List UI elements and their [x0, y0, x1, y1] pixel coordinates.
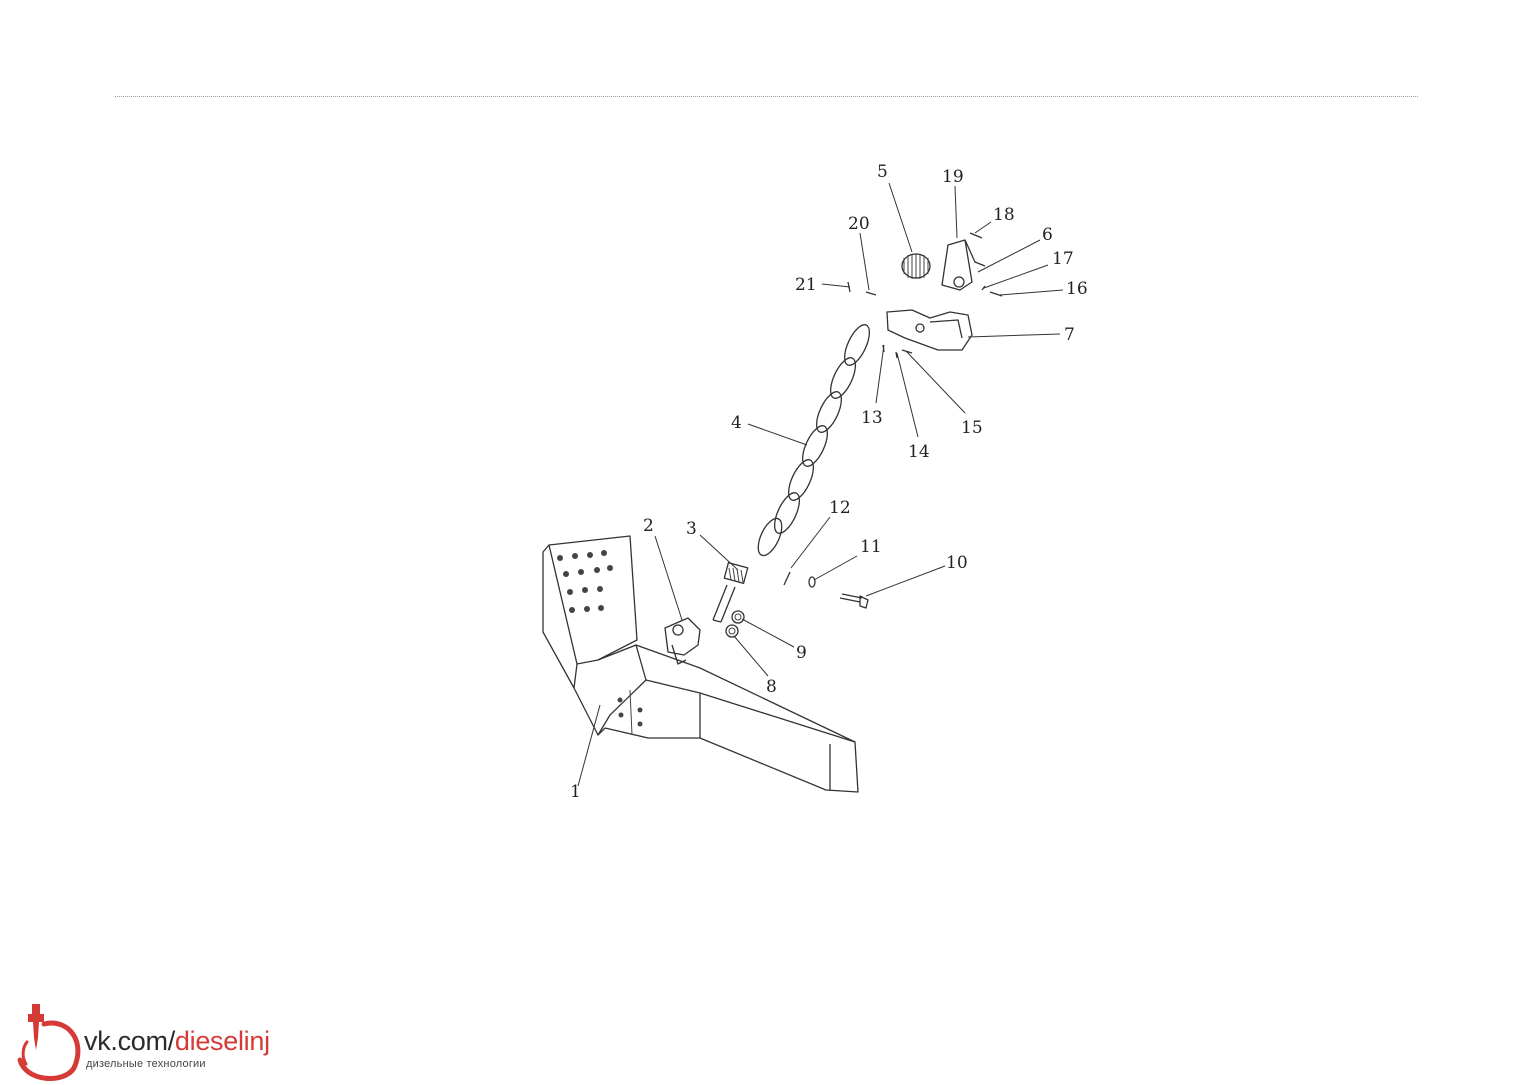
- logo-tagline: дизельные технологии: [86, 1058, 206, 1070]
- part-2-clevis: [664, 617, 701, 665]
- part-6-bracket: [941, 239, 986, 291]
- callout-21: 21: [795, 275, 817, 295]
- callout-8: 8: [766, 677, 777, 697]
- callout-18: 18: [993, 205, 1015, 225]
- part-20-nut: [865, 291, 877, 296]
- callout-20: 20: [848, 214, 870, 234]
- part-7-hook-plate: [886, 309, 973, 351]
- callout-19: 19: [942, 167, 964, 187]
- watermark-logo: [17, 1004, 81, 1081]
- callout-9: 9: [796, 643, 807, 663]
- callout-11: 11: [860, 537, 882, 557]
- part-14-pin: [895, 351, 898, 359]
- part-18-bolt: [969, 232, 983, 239]
- frame-holes: [557, 550, 643, 727]
- callout-12: 12: [829, 498, 851, 518]
- leader-lines: [577, 182, 1064, 787]
- part-10-bolt: [839, 593, 869, 609]
- fuel-injector-icon: [17, 1004, 81, 1081]
- logo-url[interactable]: vk.com/dieselinj: [84, 1026, 270, 1056]
- part-9-washer: [731, 610, 745, 624]
- callout-15: 15: [961, 418, 983, 438]
- callout-3: 3: [686, 519, 697, 539]
- callout-labels: 1 2 3 4 5 6 7 8 9 10 11 12 13 14 15 16 1…: [570, 162, 1088, 802]
- callout-6: 6: [1042, 225, 1053, 245]
- part-3-pin: [712, 562, 749, 623]
- part-17-washer: [981, 285, 986, 291]
- callout-7: 7: [1064, 325, 1075, 345]
- callout-10: 10: [946, 553, 968, 573]
- callout-5: 5: [877, 162, 888, 182]
- part-12-cotter-pin: [783, 571, 791, 586]
- callout-4: 4: [731, 413, 742, 433]
- part-8-nut: [725, 624, 739, 638]
- callout-1: 1: [570, 782, 581, 802]
- callout-13: 13: [861, 408, 883, 428]
- part-11-washer: [808, 576, 816, 588]
- part-16-bolt: [989, 291, 1003, 297]
- part-1-tow-frame: [542, 535, 859, 793]
- part-4-chain: [757, 324, 871, 557]
- callout-16: 16: [1066, 279, 1088, 299]
- header-divider: [115, 96, 1418, 97]
- callout-2: 2: [643, 516, 654, 536]
- callout-17: 17: [1052, 249, 1074, 269]
- callout-14: 14: [908, 442, 930, 462]
- part-5-roller: [901, 253, 931, 279]
